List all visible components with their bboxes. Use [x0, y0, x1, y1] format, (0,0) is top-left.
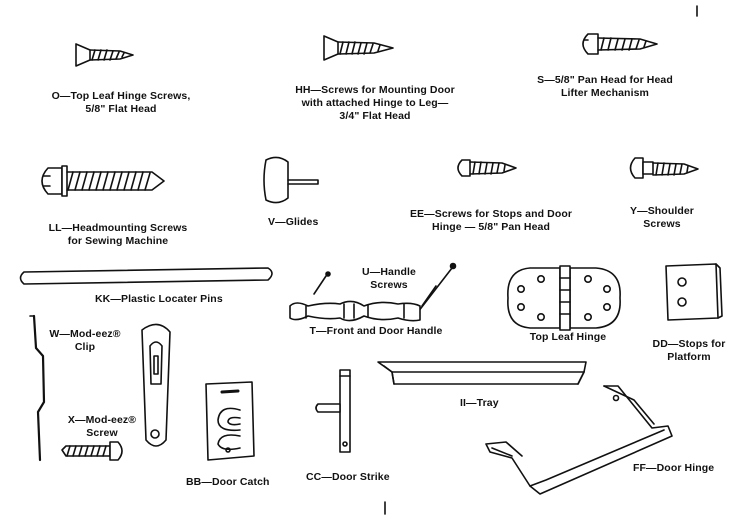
- label-hh: HH—Screws for Mounting Door with attache…: [295, 84, 455, 122]
- part-hh-flat-head-screw: [323, 35, 394, 61]
- label-s: S—5/8" Pan Head for Head Lifter Mechanis…: [537, 74, 673, 99]
- part-bb-door-catch: [205, 381, 255, 461]
- label-t: T—Front and Door Handle: [309, 325, 443, 337]
- part-ii-tray: [377, 361, 587, 385]
- part-w-modeez-clip: [29, 314, 46, 462]
- part-ff-door-hinge: [485, 385, 673, 495]
- label-v: V—Glides: [268, 216, 319, 228]
- part-y-shoulder-screw: [629, 157, 699, 179]
- part-u-handle-screws: [313, 262, 457, 313]
- part-modeez-bracket: [141, 323, 171, 447]
- part-kk-locater-pin: [19, 267, 273, 285]
- label-bb: BB—Door Catch: [186, 476, 270, 488]
- part-o-flat-head-screw: [75, 43, 134, 67]
- label-w: W—Mod-eez® Clip: [49, 328, 121, 353]
- part-cc-door-strike: [315, 369, 351, 453]
- label-dd: DD—Stops for Platform: [652, 338, 726, 363]
- label-kk: KK—Plastic Locater Pins: [95, 293, 223, 305]
- part-t-door-handle: [289, 300, 421, 322]
- part-ee-pan-head-screw: [457, 159, 517, 177]
- part-dd-stop: [665, 263, 723, 321]
- part-v-glide: [263, 156, 319, 204]
- label-u: U—Handle Screws: [362, 266, 416, 291]
- part-ll-headmount-screw: [41, 165, 165, 197]
- part-top-leaf-hinge: [507, 265, 621, 331]
- label-ee: EE—Screws for Stops and Door Hinge — 5/8…: [409, 208, 573, 233]
- label-ii: II—Tray: [460, 397, 499, 409]
- label-o: O—Top Leaf Hinge Screws, 5/8" Flat Head: [51, 90, 191, 115]
- part-s-pan-head-screw: [582, 33, 658, 55]
- label-ff: FF—Door Hinge: [633, 462, 715, 474]
- label-top-leaf-hinge: Top Leaf Hinge: [529, 331, 607, 343]
- label-x: X—Mod-eez® Screw: [67, 414, 137, 439]
- label-ll: LL—Headmounting Screws for Sewing Machin…: [48, 222, 188, 247]
- label-y: Y—Shoulder Screws: [629, 205, 694, 230]
- part-x-modeez-screw: [61, 441, 123, 461]
- label-cc: CC—Door Strike: [306, 471, 390, 483]
